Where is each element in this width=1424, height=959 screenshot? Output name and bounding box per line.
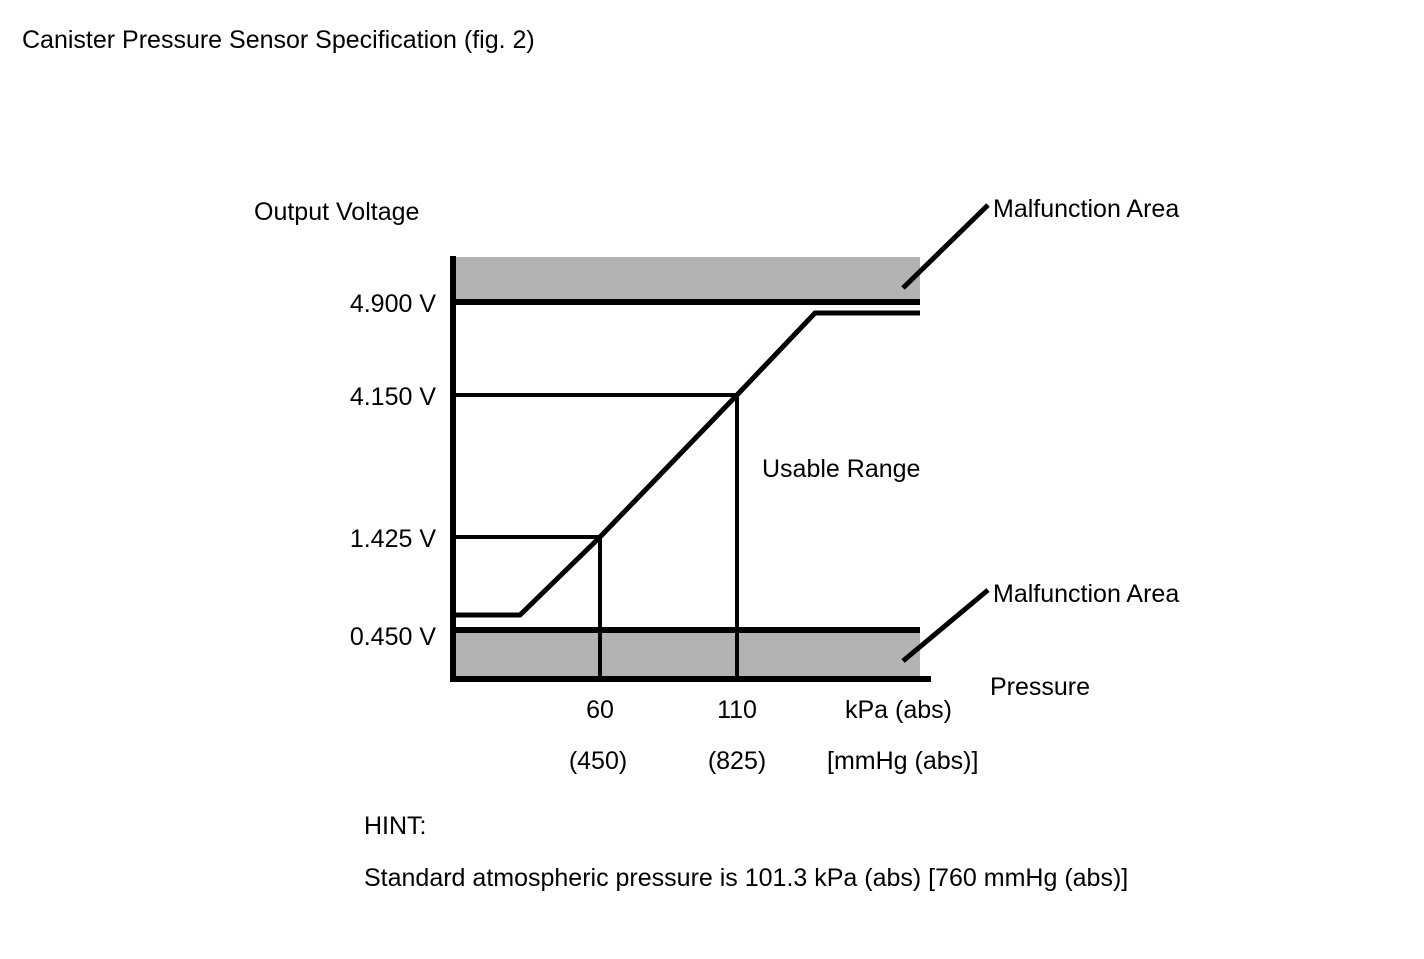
hint-block: HINT: Standard atmospheric pressure is 1… (364, 800, 1128, 904)
x-unit-label-kpa: kPa (abs) (845, 696, 952, 724)
y-tick-label-4900v: 4.900 V (350, 290, 437, 318)
y-axis-title: Output Voltage (254, 198, 419, 226)
malfunction-band-upper (456, 257, 920, 301)
y-tick-label-0450v: 0.450 V (350, 623, 437, 651)
y-tick-label-4150v: 4.150 V (350, 383, 437, 411)
hint-label: HINT: (364, 812, 427, 840)
x-tick-label-110-kpa: 110 (717, 696, 757, 724)
annotation-malfunction-area-upper: Malfunction Area (993, 195, 1179, 223)
annotation-malfunction-area-lower: Malfunction Area (993, 580, 1179, 608)
x-unit-label-mmhg: [mmHg (abs)] (827, 747, 978, 775)
annotation-usable-range: Usable Range (762, 455, 920, 483)
sensor-output-curve (455, 310, 920, 618)
x-axis-title: Pressure (990, 673, 1090, 701)
leader-line-malfunction-lower (901, 588, 990, 663)
hint-text: Standard atmospheric pressure is 101.3 k… (364, 864, 1129, 892)
x-tick-label-825-mmhg: (825) (708, 747, 766, 775)
leader-line-malfunction-upper (901, 203, 990, 290)
malfunction-band-lower (456, 632, 920, 678)
y-tick-label-1425v: 1.425 V (350, 525, 437, 553)
x-tick-label-450-mmhg: (450) (569, 747, 627, 775)
x-tick-label-60-kpa: 60 (586, 696, 614, 724)
page-title: Canister Pressure Sensor Specification (… (22, 26, 535, 54)
